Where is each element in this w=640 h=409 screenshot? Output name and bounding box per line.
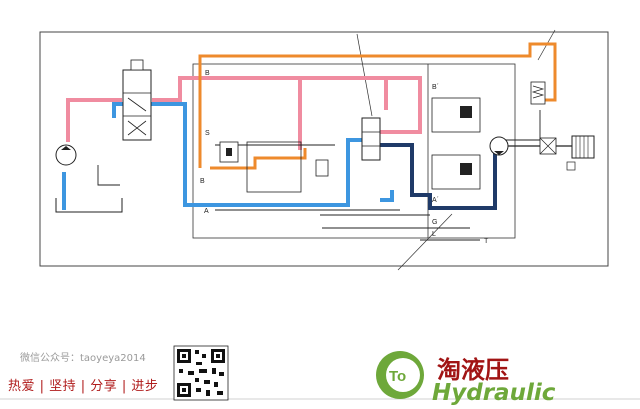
brand-logo-icon: To [376, 351, 424, 399]
port-label-g: G [432, 219, 437, 226]
pink-line [66, 76, 422, 150]
port-label-a-prime: A´ [432, 197, 439, 204]
leader-line-bottom [397, 213, 453, 271]
relief-valve-upper [431, 97, 481, 133]
directional-valve-actuator [130, 59, 144, 71]
brand-name-cn: 淘液压 [437, 355, 509, 384]
brand-logo-text: To [389, 368, 406, 385]
leader-line-top [356, 33, 373, 117]
relief-valve-upper-core [460, 106, 472, 118]
load-drum-lines [575, 136, 589, 158]
brake-spring [530, 81, 546, 105]
navy-line [380, 143, 497, 210]
directional-valve [122, 69, 152, 141]
port-label-a: A [204, 208, 209, 215]
port-label-b-lower: B [200, 178, 205, 185]
black-lines [97, 110, 541, 241]
qr-code [173, 345, 229, 401]
shaft-coupling-cross [539, 137, 557, 155]
brand-name-en: Hydraulic [432, 380, 556, 406]
port-label-b: B [205, 70, 210, 77]
diagram-frame [39, 31, 609, 267]
orange-line [198, 42, 557, 170]
motor-triangle [494, 151, 504, 155]
motor-enclosure [192, 63, 516, 239]
relief-valve-lower-core [460, 163, 472, 175]
spool-valve [361, 117, 381, 161]
check-valve-body [315, 159, 329, 177]
brake-spring-coil [531, 85, 545, 99]
tank-symbol [55, 198, 123, 213]
blue-line [62, 102, 394, 210]
pump-triangle [61, 146, 71, 150]
load-drum [571, 135, 595, 159]
footer-slogan: 热爱 | 坚持 | 分享 | 进步 [8, 379, 159, 394]
port-label-t: T [484, 238, 489, 245]
control-valve-solenoid-core [226, 148, 232, 156]
port-label-s: S [205, 130, 210, 137]
directional-valve-arrows [127, 97, 147, 136]
relief-valve-lower [431, 154, 481, 190]
load-weight [566, 161, 576, 171]
port-label-l: L [432, 231, 436, 238]
port-label-b-prime: B´ [432, 84, 439, 91]
wechat-account-label: 微信公众号：taoyeya2014 [20, 353, 146, 364]
control-valve-group [246, 141, 302, 193]
